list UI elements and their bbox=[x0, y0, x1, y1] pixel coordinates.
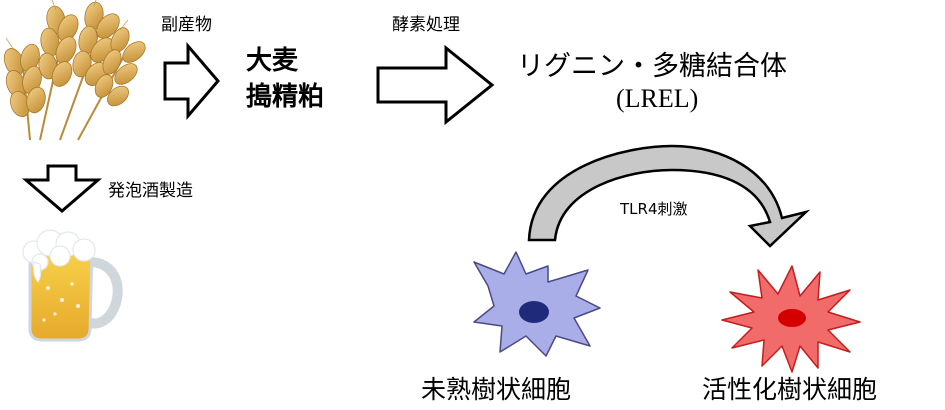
label-brewing: 発泡酒製造 bbox=[108, 176, 193, 201]
label-immature-dendritic-cell: 未熟樹状細胞 bbox=[421, 370, 571, 406]
label-barley-line1: 大麦 bbox=[246, 44, 298, 78]
label-barley-line2: 搗精粕 bbox=[246, 80, 324, 114]
wheat-icon bbox=[1, 0, 149, 140]
immature-dendritic-cell-icon bbox=[474, 252, 600, 356]
arrow-byproduct bbox=[165, 46, 218, 116]
arrow-enzyme bbox=[378, 48, 492, 122]
arrow-brewing bbox=[26, 166, 98, 211]
arrow-tlr4-stimulation bbox=[529, 146, 806, 246]
label-activated-dendritic-cell: 活性化樹状細胞 bbox=[702, 370, 877, 406]
activated-dendritic-cell-icon bbox=[722, 266, 860, 372]
label-enzyme-treatment: 酵素処理 bbox=[392, 10, 460, 35]
label-tlr4-stimulation: TLR4刺激 bbox=[620, 198, 688, 219]
label-complex-abbr: (LREL) bbox=[616, 84, 698, 114]
label-byproduct: 副産物 bbox=[161, 10, 212, 35]
label-complex-name: リグニン・多糖結合体 bbox=[517, 44, 787, 83]
beer-mug-icon bbox=[23, 230, 118, 340]
